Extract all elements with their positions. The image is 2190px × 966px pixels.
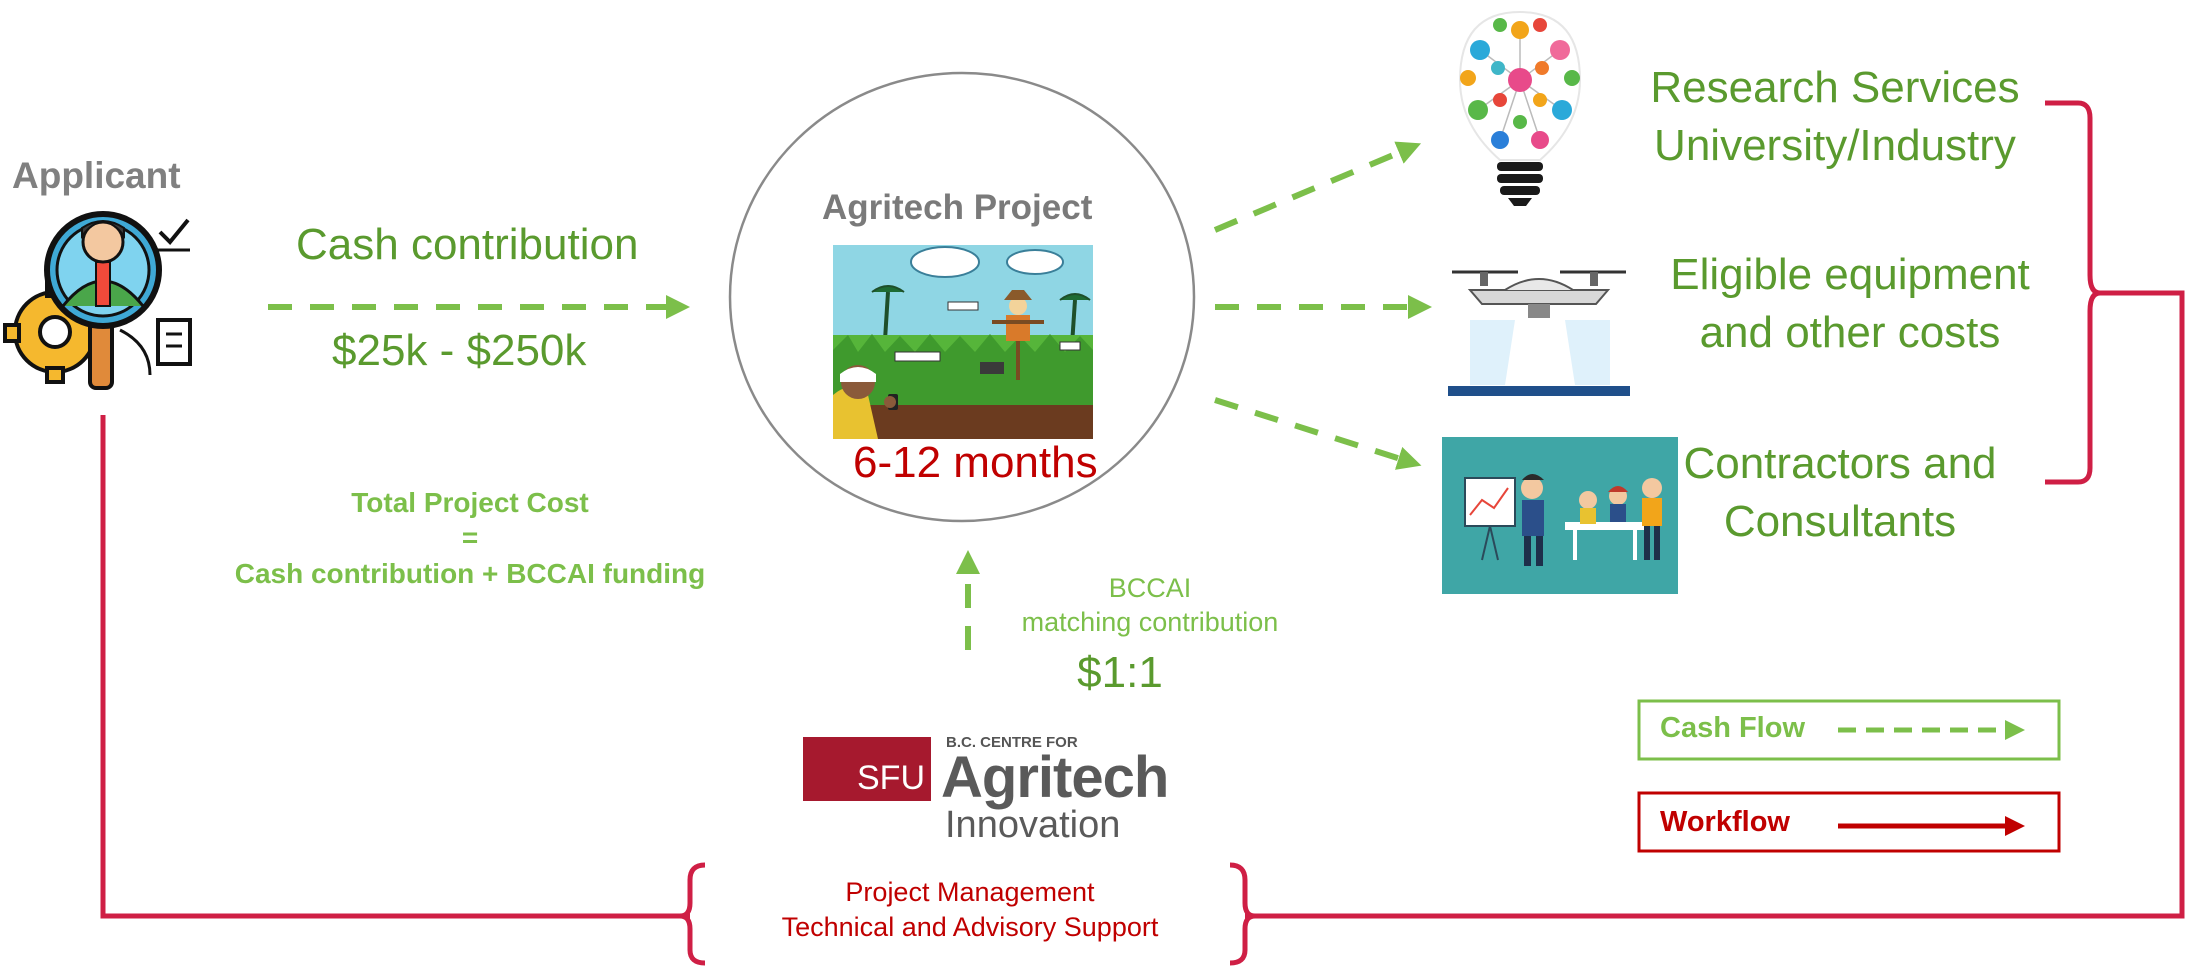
applicant-label: Applicant (12, 155, 181, 196)
lightbulb-network-icon (1458, 10, 1582, 206)
output-equipment-line1: Eligible equipment (1670, 250, 2030, 299)
bccai-ratio: $1:1 (1077, 648, 1163, 697)
sfu-logo-block (803, 737, 931, 801)
workflow-line-right (1245, 290, 2185, 919)
project-circle (728, 71, 1196, 523)
workflow-line (100, 415, 690, 919)
output-research-line1: Research Services (1650, 63, 2020, 112)
bccai-label: BCCAI (1108, 573, 1192, 603)
cash-arrow-to-research (1213, 141, 1422, 233)
outputs-bracket (2045, 100, 2101, 485)
legend-workflow-label: Workflow (1660, 806, 1790, 838)
drone-icon (1448, 258, 1630, 398)
legend-cash-flow-label: Cash Flow (1660, 712, 1806, 744)
output-research-line2: University/Industry (1654, 121, 2016, 170)
output-equipment-line2: and other costs (1699, 308, 2001, 357)
total-cost-line3: Cash contribution + BCCAI funding (234, 558, 706, 589)
logo-innovation-text: Innovation (945, 804, 1121, 846)
applicant-icon (3, 211, 192, 390)
project-field-image (833, 245, 1093, 439)
team-meeting-illustration (1442, 437, 1678, 594)
support-bracket-left (679, 862, 706, 966)
output-contractors-line1: Contractors and (1683, 439, 1997, 488)
output-contractors-line2: Consultants (1723, 497, 1957, 546)
total-cost-equals: = (461, 522, 479, 553)
total-cost-line1: Total Project Cost (351, 487, 589, 518)
cash-contribution-label: Cash contribution (296, 220, 639, 269)
support-line1: Project Management (845, 877, 1095, 907)
project-title: Agritech Project (822, 188, 1093, 227)
cash-contribution-range: $25k - $250k (332, 326, 587, 375)
cash-arrow-to-contractors (1214, 397, 1422, 470)
bccai-matching-label: matching contribution (1021, 607, 1279, 637)
project-duration: 6-12 months (853, 438, 1098, 487)
support-line2: Technical and Advisory Support (781, 912, 1159, 942)
legend-workflow-box (1637, 791, 2061, 853)
sfu-agritech-logo: SFU B.C. CENTRE FOR Agritech Innovation (803, 734, 1169, 846)
logo-small-text: B.C. CENTRE FOR (946, 734, 1078, 751)
sfu-logo-text: SFU (857, 759, 925, 797)
logo-agritech-text: Agritech (941, 745, 1169, 810)
support-bracket-right (1229, 862, 1256, 966)
